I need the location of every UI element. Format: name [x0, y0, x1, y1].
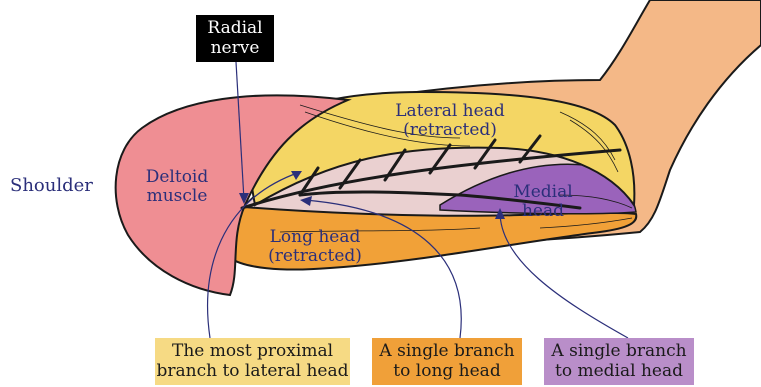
shoulder-label: Shoulder: [10, 176, 93, 196]
callout-medial-line-2: to medial head: [544, 362, 694, 381]
deltoid-line-2: muscle: [132, 187, 222, 206]
deltoid-label: Deltoid muscle: [132, 168, 222, 206]
radial-nerve-label: Radial nerve: [196, 15, 274, 62]
medial-head-label: Medial head: [508, 183, 578, 221]
radial-nerve-line-2: nerve: [196, 39, 274, 58]
callout-long-line-1: A single branch: [372, 342, 522, 361]
callout-lateral-branch: The most proximal branch to lateral head: [155, 338, 350, 385]
medial-head-line-1: Medial: [508, 183, 578, 202]
lateral-head-label: Lateral head (retracted): [385, 102, 515, 140]
medial-head-line-2: head: [508, 202, 578, 221]
callout-lateral-line-2: branch to lateral head: [155, 362, 350, 381]
lateral-head-line-1: Lateral head: [385, 102, 515, 121]
long-head-line-1: Long head: [250, 228, 380, 247]
lateral-head-line-2: (retracted): [385, 121, 515, 140]
deltoid-line-1: Deltoid: [132, 168, 222, 187]
callout-medial-branch: A single branch to medial head: [544, 338, 694, 385]
radial-nerve-line-1: Radial: [196, 19, 274, 38]
callout-medial-line-1: A single branch: [544, 342, 694, 361]
callout-long-line-2: to long head: [372, 362, 522, 381]
long-head-line-2: (retracted): [250, 247, 380, 266]
callout-lateral-line-1: The most proximal: [155, 342, 350, 361]
long-head-label: Long head (retracted): [250, 228, 380, 266]
callout-long-branch: A single branch to long head: [372, 338, 522, 385]
